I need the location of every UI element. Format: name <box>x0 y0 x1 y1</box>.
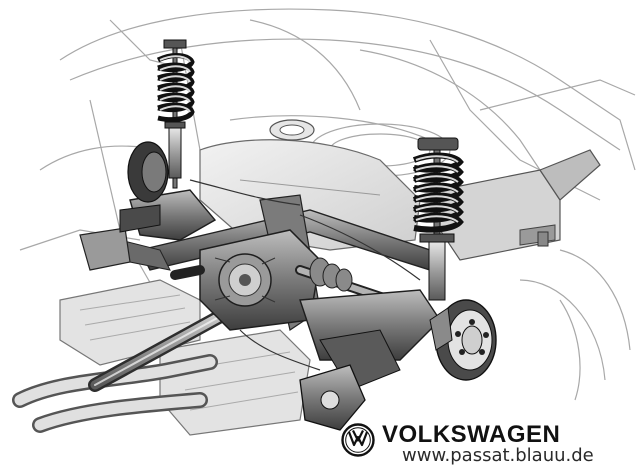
watermark-url: www.passat.blauu.de <box>402 445 594 466</box>
differential <box>199 229 321 331</box>
right-coil-spring <box>412 137 464 301</box>
vw-logo-icon <box>341 423 375 457</box>
rear-muffler <box>439 149 601 261</box>
right-brake-disc <box>429 299 497 381</box>
left-coil-spring <box>156 39 195 189</box>
brake-lines <box>189 179 421 371</box>
lower-bracket <box>299 364 366 431</box>
control-arms <box>119 189 441 391</box>
brand-wordmark: VOLKSWAGEN <box>382 421 561 448</box>
left-brake-disc <box>127 141 169 203</box>
